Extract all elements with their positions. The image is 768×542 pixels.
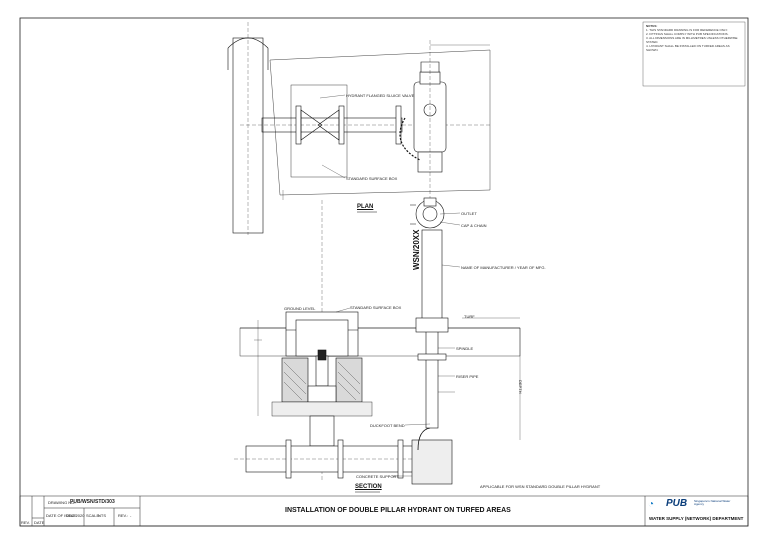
date-label: DATE OF ISSUE: xyxy=(46,513,78,518)
note-item: 2. FITTINGS SHALL COMPLY WITH PUB SPECIF… xyxy=(646,32,729,36)
cap-chain-label: CAP & CHAIN xyxy=(461,223,487,228)
rev-column: REV. xyxy=(21,520,30,525)
drawing-no: PUB/WSN/STD/303 xyxy=(70,499,115,505)
hydrant-riser xyxy=(421,229,443,329)
notes-heading: NOTES: xyxy=(646,24,658,28)
ground-label: GROUND LEVEL xyxy=(284,306,316,311)
plan-flange-label: HYDRANT FLANGED SLUICE VALVE xyxy=(346,93,415,98)
depth-label: DEPTH xyxy=(518,380,523,394)
drawing-title: INSTALLATION OF DOUBLE PILLAR HYDRANT ON… xyxy=(285,507,511,514)
riser-label: RISER PIPE xyxy=(456,374,479,379)
note-item: 4. HYDRANT SHALL BE INSTALLED ON TURFED … xyxy=(646,44,730,52)
turf-label: TURF xyxy=(464,314,475,319)
department-name: WATER SUPPLY (NETWORK) DEPARTMENT xyxy=(649,516,744,521)
pub-logo-subtitle: Singapore's National Water Agency xyxy=(694,499,731,506)
drawing-no-label: DRAWING NO.: xyxy=(48,500,77,505)
chamber-wall-right xyxy=(335,357,363,403)
scale-label: SCALE: xyxy=(86,513,101,518)
rev-value: - xyxy=(130,513,132,518)
scale-value: NTS xyxy=(98,513,106,518)
surface-box-label: STANDARD SURFACE BOX xyxy=(350,305,402,310)
note-item: 3. ALL DIMENSIONS ARE IN MILLIMETRES UNL… xyxy=(646,36,738,44)
section-caption: SECTION xyxy=(355,484,382,490)
plan-caption: PLAN xyxy=(357,204,374,210)
hydrant-marking: WSN/20XX xyxy=(412,229,421,270)
concrete-slab xyxy=(239,327,521,357)
outlet-label: OUTLET xyxy=(461,211,477,216)
chamber-wall-left xyxy=(281,357,309,403)
date-column: DATE xyxy=(34,520,45,525)
pub-logo: PUB xyxy=(666,498,688,509)
notes-frame xyxy=(642,21,746,87)
date-value: DEC 2020 xyxy=(66,513,85,518)
concrete-support xyxy=(411,439,453,485)
title-block xyxy=(19,495,749,527)
rev-label: REV.: xyxy=(118,513,129,518)
pub-logo-icon: ◔ xyxy=(648,499,655,510)
duckfoot-label: DUCKFOOT BEND xyxy=(370,423,405,428)
plan-view xyxy=(227,22,491,235)
applicable-note: APPLICABLE FOR WSN STANDARD DOUBLE PILLA… xyxy=(480,484,601,489)
name-plate-label: NAME OF MANUFACTURER / YEAR OF MFG. xyxy=(461,265,546,270)
plan-note-label: STANDARD SURFACE BOX xyxy=(346,176,398,181)
notes-panel: NOTES: 1. THIS STANDARD DRAWING IS FOR R… xyxy=(646,24,742,82)
note-item: 1. THIS STANDARD DRAWING IS FOR REFERENC… xyxy=(646,28,728,32)
support-label: CONCRETE SUPPORT xyxy=(356,474,399,479)
section-view xyxy=(234,197,521,493)
spindle-label: SPINDLE xyxy=(456,346,474,351)
